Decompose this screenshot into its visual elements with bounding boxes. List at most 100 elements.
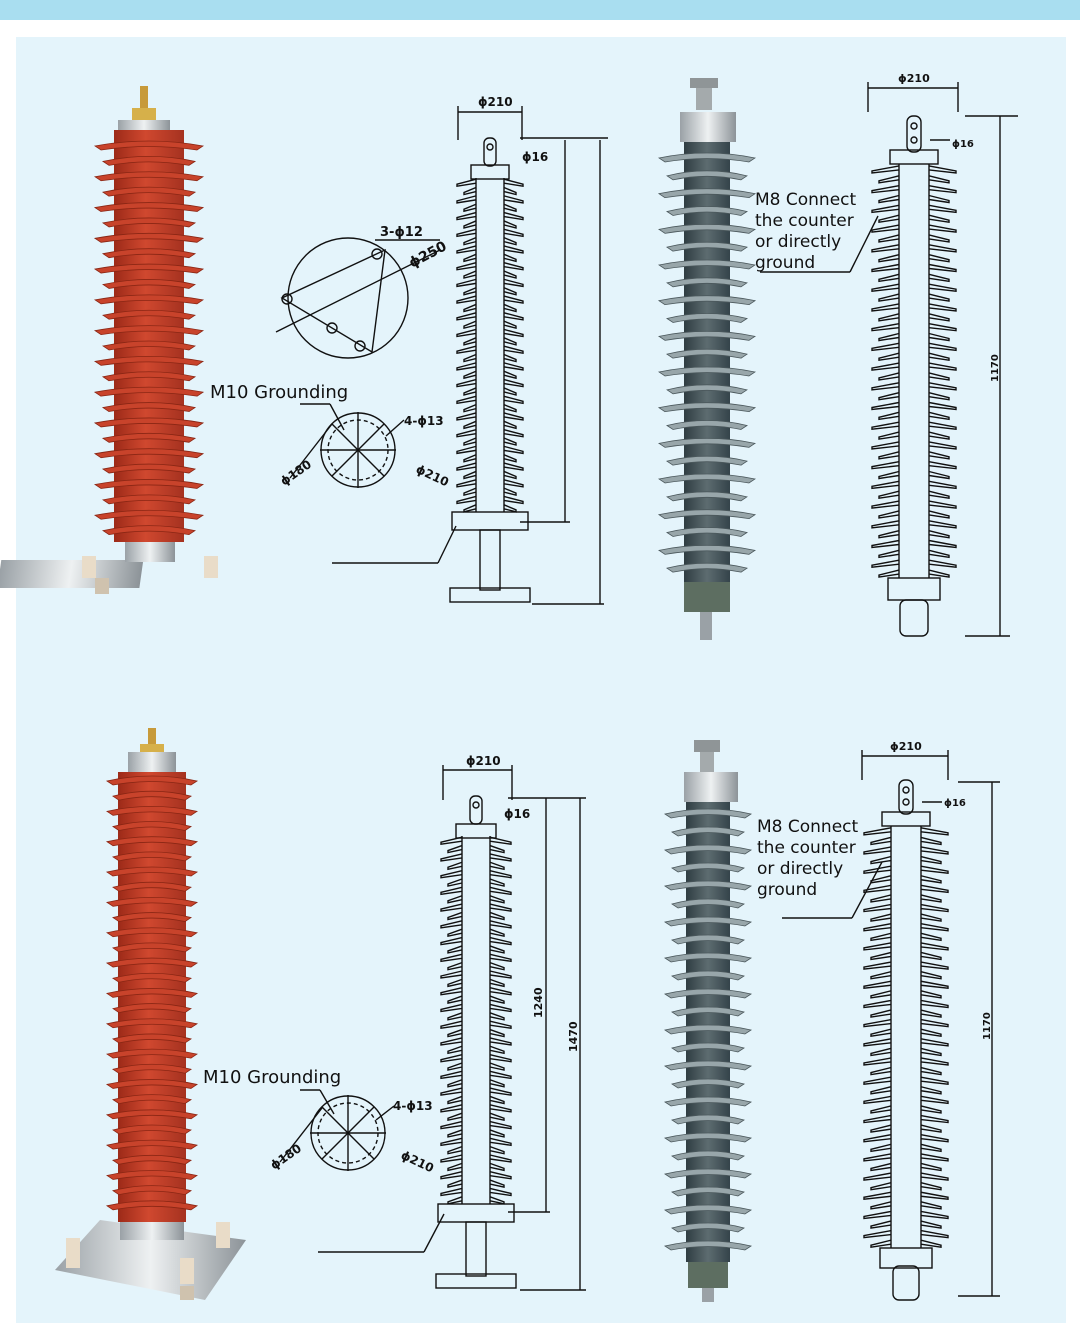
shed-outline [447, 1095, 505, 1105]
shed-outline [456, 278, 524, 288]
shed [93, 479, 205, 489]
bolt-hole [326, 322, 338, 334]
shed [664, 1060, 752, 1071]
shed-outline [456, 345, 524, 354]
shed-outline [870, 1220, 942, 1229]
shed-outline [870, 1047, 942, 1057]
shed [93, 232, 205, 243]
shed-outline [456, 228, 524, 238]
dim-h1240: 1240 [532, 987, 545, 1018]
shed-outline [456, 462, 524, 471]
shed-outline [456, 295, 524, 304]
shed [664, 1168, 752, 1179]
shed-outline [870, 1028, 942, 1038]
m10-grounding-label-top: M10 Grounding [210, 382, 348, 403]
shed-outline [456, 495, 524, 505]
shed [112, 912, 192, 922]
m8-note-top: M8 Connect the counter or directly groun… [755, 190, 857, 273]
red-arrester-photo-top [0, 86, 218, 594]
shed [657, 188, 757, 199]
shed-outline [863, 961, 949, 970]
leader [437, 525, 457, 564]
shed-outline [871, 480, 957, 490]
shed [666, 527, 748, 537]
shed-outline [870, 875, 942, 884]
shed-outline [871, 401, 957, 411]
shed-outline [878, 510, 950, 519]
shed [105, 866, 199, 877]
shed [664, 916, 752, 927]
shed [93, 140, 205, 151]
shed-outline [440, 1070, 512, 1080]
shed-outline [463, 470, 517, 480]
shed-outline [463, 437, 517, 446]
shed-outline [447, 878, 505, 887]
shed [671, 1150, 745, 1161]
base-flange [887, 577, 941, 601]
dim-4phi13-a: 4-ϕ13 [404, 414, 444, 428]
line [321, 1106, 375, 1160]
shed [112, 1094, 192, 1105]
leader [851, 861, 883, 919]
shed-outline [871, 500, 957, 509]
shed-outline [870, 951, 942, 961]
shed [101, 186, 197, 197]
shed-outline [463, 270, 517, 279]
shed-outline [456, 412, 524, 421]
shed-outline [447, 1145, 505, 1155]
shed [112, 1124, 192, 1135]
shed [101, 432, 197, 443]
leader [423, 1213, 445, 1253]
bottom-flange [435, 1273, 517, 1289]
shed [671, 898, 745, 909]
leader [375, 1105, 395, 1121]
shed [105, 1109, 199, 1120]
shed [93, 202, 205, 212]
shed-outline [463, 186, 517, 196]
shed-outline [871, 559, 957, 568]
shed-outline [878, 451, 950, 460]
shed-outline [456, 362, 524, 371]
m8-note-line-1: M8 Connect [755, 190, 857, 210]
shed [112, 851, 192, 862]
shed-outline [863, 1210, 949, 1220]
dim-phi180-a: ϕ180 [278, 457, 314, 488]
shed-outline [463, 320, 517, 330]
shed-outline [871, 184, 957, 194]
bolt-hole [371, 248, 383, 260]
terminal-hole [902, 786, 910, 794]
terminal-hole [902, 798, 910, 806]
shed-outline [878, 391, 950, 401]
shed-outline [440, 1037, 512, 1046]
terminal-hole [472, 801, 480, 809]
shed-outline [463, 253, 517, 263]
shed [105, 1048, 199, 1059]
shed [112, 790, 192, 801]
shed-outline [447, 1179, 505, 1188]
shed-outline [870, 1201, 942, 1210]
dim-line-180 [279, 1107, 323, 1163]
shed [112, 942, 192, 953]
shed [93, 356, 205, 366]
shed-outline [863, 1076, 949, 1085]
shed-outline [863, 1229, 949, 1239]
shed [657, 152, 757, 163]
shed [93, 509, 205, 520]
shed [105, 836, 199, 847]
shed [666, 241, 748, 252]
shed-outline [463, 454, 517, 463]
shed [657, 259, 757, 270]
shed [664, 988, 752, 999]
top-terminal [483, 137, 497, 167]
dim-phi16-a: ϕ16 [522, 150, 548, 164]
base-terminal [892, 1265, 920, 1301]
insulator-drawing-bottom-left [440, 836, 512, 1205]
shed-outline [870, 1105, 942, 1114]
shed-outline [456, 428, 524, 438]
dim-h1470: 1470 [567, 1021, 580, 1052]
shed-outline [870, 970, 942, 980]
shed [664, 808, 752, 819]
shed [112, 821, 192, 831]
shed [666, 420, 748, 430]
shed [671, 934, 745, 945]
